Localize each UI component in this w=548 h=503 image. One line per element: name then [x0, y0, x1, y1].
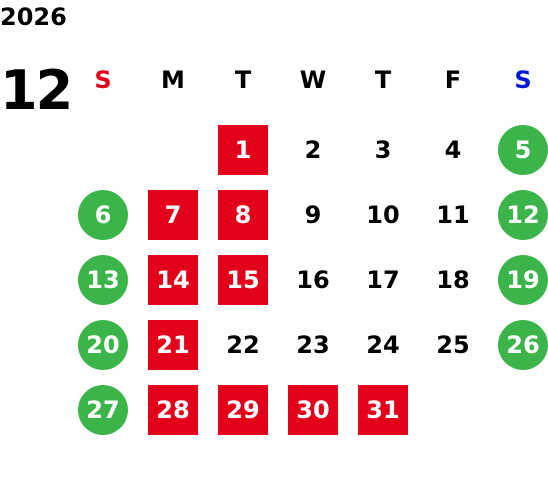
year-label: 2026 [0, 3, 67, 31]
calendar-day[interactable]: 11 [436, 201, 470, 229]
calendar-day[interactable]: 23 [296, 331, 330, 359]
weekday-header: T [374, 66, 392, 94]
calendar-day[interactable]: 20 [78, 320, 128, 370]
calendar-day[interactable]: 22 [226, 331, 260, 359]
calendar-day[interactable]: 28 [148, 385, 198, 435]
calendar-day[interactable]: 14 [148, 255, 198, 305]
calendar-day[interactable]: 31 [358, 385, 408, 435]
weekday-header: F [444, 66, 462, 94]
calendar-day[interactable]: 15 [218, 255, 268, 305]
calendar-day[interactable]: 5 [498, 125, 548, 175]
calendar-day[interactable]: 16 [296, 266, 330, 294]
calendar-day[interactable]: 25 [436, 331, 470, 359]
month-number: 12 [0, 59, 73, 122]
calendar-day[interactable]: 30 [288, 385, 338, 435]
calendar-day[interactable]: 29 [218, 385, 268, 435]
calendar-day[interactable]: 10 [366, 201, 400, 229]
calendar-day[interactable]: 21 [148, 320, 198, 370]
calendar-day[interactable]: 9 [304, 201, 322, 229]
weekday-header: T [234, 66, 252, 94]
calendar-day[interactable]: 8 [218, 190, 268, 240]
calendar-day[interactable]: 2 [304, 136, 322, 164]
calendar-day[interactable]: 17 [366, 266, 400, 294]
calendar-day[interactable]: 19 [498, 255, 548, 305]
calendar-day[interactable]: 18 [436, 266, 470, 294]
calendar-day[interactable]: 3 [374, 136, 392, 164]
calendar-day[interactable]: 4 [444, 136, 462, 164]
weekday-header: W [299, 66, 327, 94]
weekday-header: S [94, 66, 112, 94]
calendar-day[interactable]: 7 [148, 190, 198, 240]
weekday-header: M [161, 66, 185, 94]
weekday-header: S [514, 66, 532, 94]
calendar-day[interactable]: 12 [498, 190, 548, 240]
calendar-day[interactable]: 24 [366, 331, 400, 359]
calendar-day[interactable]: 26 [498, 320, 548, 370]
calendar-day[interactable]: 6 [78, 190, 128, 240]
calendar-day[interactable]: 1 [218, 125, 268, 175]
calendar-day[interactable]: 13 [78, 255, 128, 305]
calendar-day[interactable]: 27 [78, 385, 128, 435]
